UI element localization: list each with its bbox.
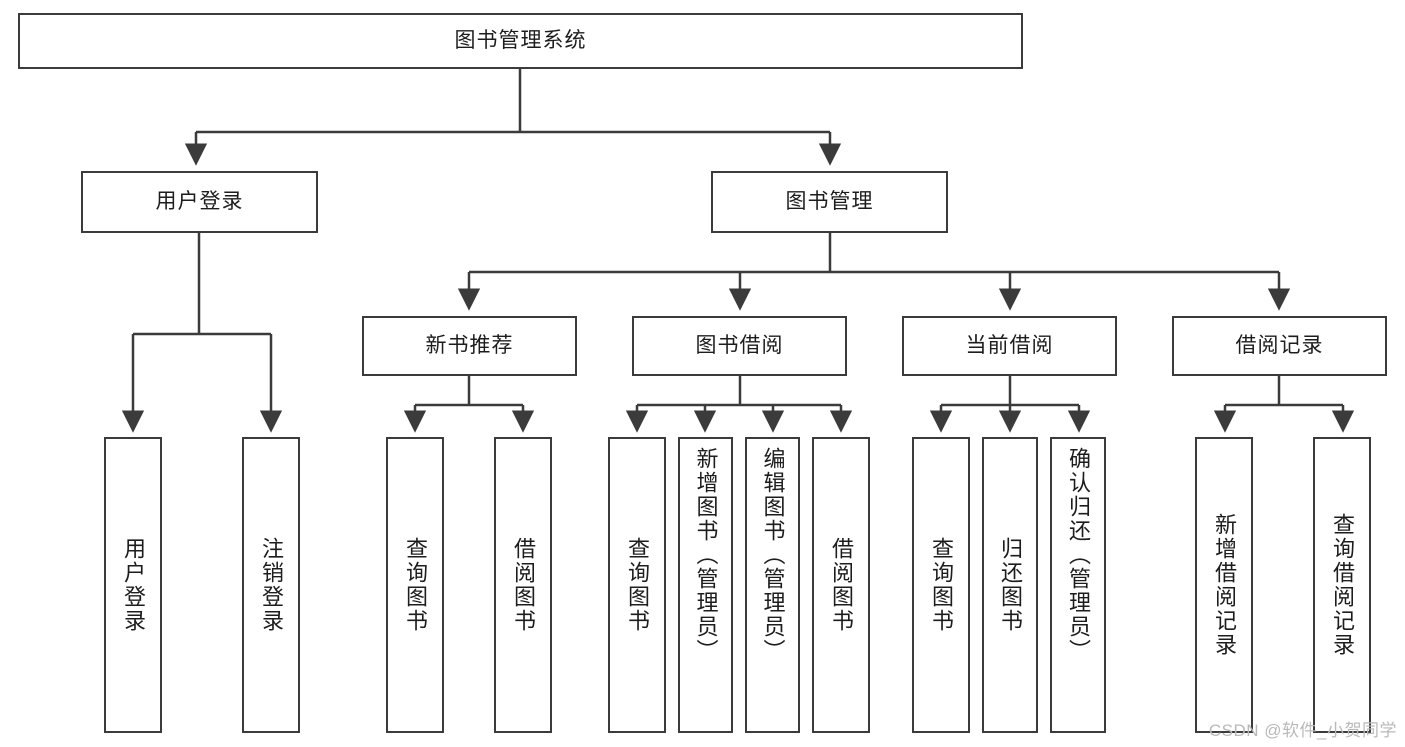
node-leaf-add-borrow-record-label: 新增借阅记录 — [1211, 513, 1237, 657]
node-user-login[interactable]: 用户登录 — [81, 171, 318, 233]
node-book-borrow-label: 图书借阅 — [695, 334, 784, 358]
node-leaf-query-book-new[interactable]: 查询图书 — [386, 437, 444, 733]
node-leaf-query-borrow-record[interactable]: 查询借阅记录 — [1313, 437, 1371, 733]
node-current-borrow[interactable]: 当前借阅 — [902, 316, 1117, 376]
node-leaf-return-book[interactable]: 归还图书 — [982, 437, 1038, 733]
node-leaf-edit-book-admin-label: 编辑图书（管理员） — [760, 447, 786, 663]
node-leaf-query-book-new-label: 查询图书 — [402, 537, 428, 633]
node-leaf-user-login[interactable]: 用户登录 — [104, 437, 162, 733]
node-leaf-logout-label: 注销登录 — [258, 537, 284, 633]
node-leaf-query-book-current[interactable]: 查询图书 — [912, 437, 970, 733]
node-leaf-add-book-admin-label: 新增图书（管理员） — [693, 447, 719, 663]
node-leaf-borrow-book[interactable]: 借阅图书 — [812, 437, 870, 733]
node-leaf-query-borrow-record-label: 查询借阅记录 — [1329, 513, 1355, 657]
node-book-borrow[interactable]: 图书借阅 — [632, 316, 847, 376]
node-leaf-confirm-return-admin[interactable]: 确认归还（管理员） — [1050, 437, 1106, 733]
node-leaf-query-book-current-label: 查询图书 — [928, 537, 954, 633]
node-leaf-borrow-book-new[interactable]: 借阅图书 — [494, 437, 552, 733]
csdn-watermark: CSDN @软件_小贺同学 — [1208, 721, 1397, 740]
node-leaf-add-book-admin[interactable]: 新增图书（管理员） — [678, 437, 733, 733]
node-leaf-query-book-borrow[interactable]: 查询图书 — [608, 437, 666, 733]
node-leaf-edit-book-admin[interactable]: 编辑图书（管理员） — [745, 437, 800, 733]
node-borrow-record[interactable]: 借阅记录 — [1172, 316, 1387, 376]
node-root-label: 图书管理系统 — [454, 29, 587, 53]
node-new-book-recommend[interactable]: 新书推荐 — [362, 316, 577, 376]
node-book-management[interactable]: 图书管理 — [711, 171, 948, 233]
node-leaf-query-book-borrow-label: 查询图书 — [624, 537, 650, 633]
node-root-book-management-system[interactable]: 图书管理系统 — [18, 13, 1023, 69]
node-leaf-user-login-label: 用户登录 — [120, 537, 146, 633]
node-new-book-recommend-label: 新书推荐 — [425, 334, 514, 358]
node-book-management-label: 图书管理 — [785, 190, 874, 214]
node-leaf-borrow-book-label: 借阅图书 — [828, 537, 854, 633]
node-user-login-label: 用户登录 — [155, 190, 244, 214]
node-leaf-logout[interactable]: 注销登录 — [242, 437, 300, 733]
node-leaf-add-borrow-record[interactable]: 新增借阅记录 — [1195, 437, 1253, 733]
node-borrow-record-label: 借阅记录 — [1235, 334, 1324, 358]
node-leaf-confirm-return-admin-label: 确认归还（管理员） — [1065, 447, 1091, 663]
node-leaf-return-book-label: 归还图书 — [997, 537, 1023, 633]
node-leaf-borrow-book-new-label: 借阅图书 — [510, 537, 536, 633]
node-current-borrow-label: 当前借阅 — [965, 334, 1054, 358]
